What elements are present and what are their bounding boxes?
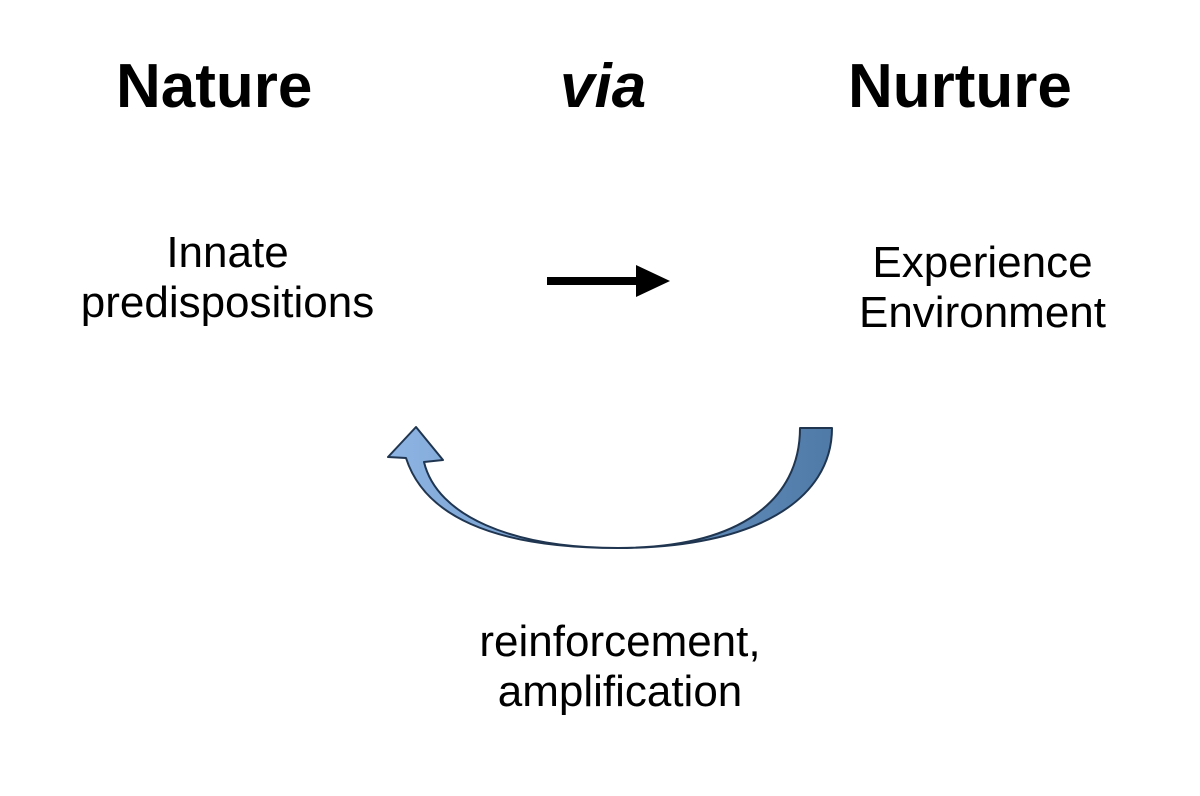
curved-return-arrow-icon [387, 426, 833, 549]
heading-nature: Nature [116, 52, 313, 121]
bottom-label-line-2: amplification [497, 667, 743, 716]
experience-environment-label: Experience Environment [830, 238, 1135, 338]
right-label-line-1: Experience [872, 238, 1093, 287]
left-label-line-1: Innate [166, 228, 289, 277]
straight-right-arrow-icon [547, 265, 670, 297]
reinforcement-amplification-label: reinforcement, amplification [420, 617, 820, 717]
bottom-label-line-1: reinforcement, [479, 617, 761, 666]
right-label-line-2: Environment [858, 288, 1106, 337]
innate-predispositions-label: Innate predispositions [40, 228, 415, 328]
heading-via: via [560, 52, 647, 121]
left-label-line-2: predispositions [80, 278, 375, 327]
heading-nurture: Nurture [848, 52, 1072, 121]
